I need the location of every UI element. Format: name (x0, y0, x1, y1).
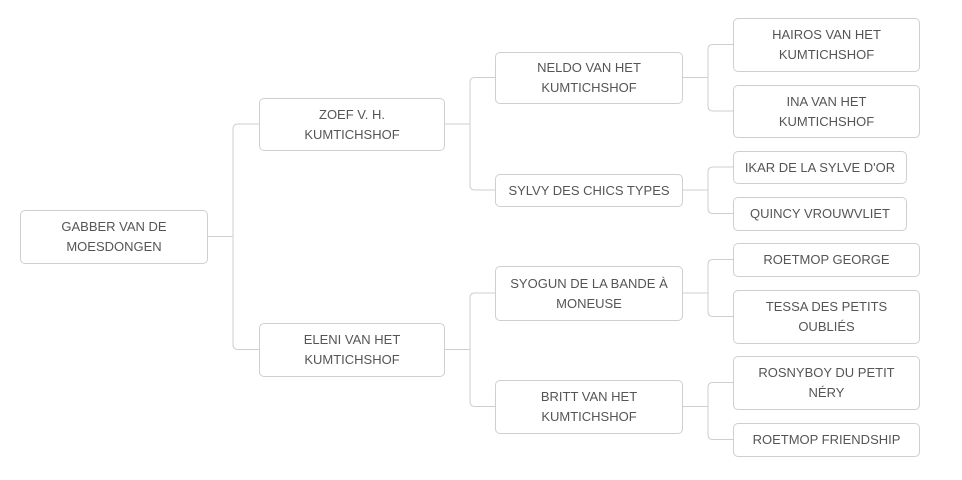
dog-ds-sire[interactable]: ROETMOP GEORGE (733, 243, 920, 277)
dog-dam-dam[interactable]: BRITT VAN HET KUMTICHSHOF (495, 380, 683, 434)
dog-ss-dam[interactable]: INA VAN HET KUMTICHSHOF (733, 85, 920, 138)
dog-ds-dam[interactable]: TESSA DES PETITS OUBLIÉS (733, 290, 920, 344)
dog-dd-dam[interactable]: ROETMOP FRIENDSHIP (733, 423, 920, 457)
dog-sire-dam[interactable]: SYLVY DES CHICS TYPES (495, 174, 683, 207)
dog-ss-sire[interactable]: HAIROS VAN HET KUMTICHSHOF (733, 18, 920, 72)
dog-sire[interactable]: ZOEF V. H. KUMTICHSHOF (259, 98, 445, 151)
dog-sd-sire[interactable]: IKAR DE LA SYLVE D'OR (733, 151, 907, 184)
dog-sire-sire[interactable]: NELDO VAN HET KUMTICHSHOF (495, 52, 683, 104)
dog-dam-sire[interactable]: SYOGUN DE LA BANDE À MONEUSE (495, 266, 683, 321)
dog-sd-dam[interactable]: QUINCY VROUWVLIET (733, 197, 907, 231)
dog-dam[interactable]: ELENI VAN HET KUMTICHSHOF (259, 323, 445, 377)
dog-dd-sire[interactable]: ROSNYBOY DU PETIT NÉRY (733, 356, 920, 410)
dog-subject[interactable]: GABBER VAN DE MOESDONGEN (20, 210, 208, 264)
